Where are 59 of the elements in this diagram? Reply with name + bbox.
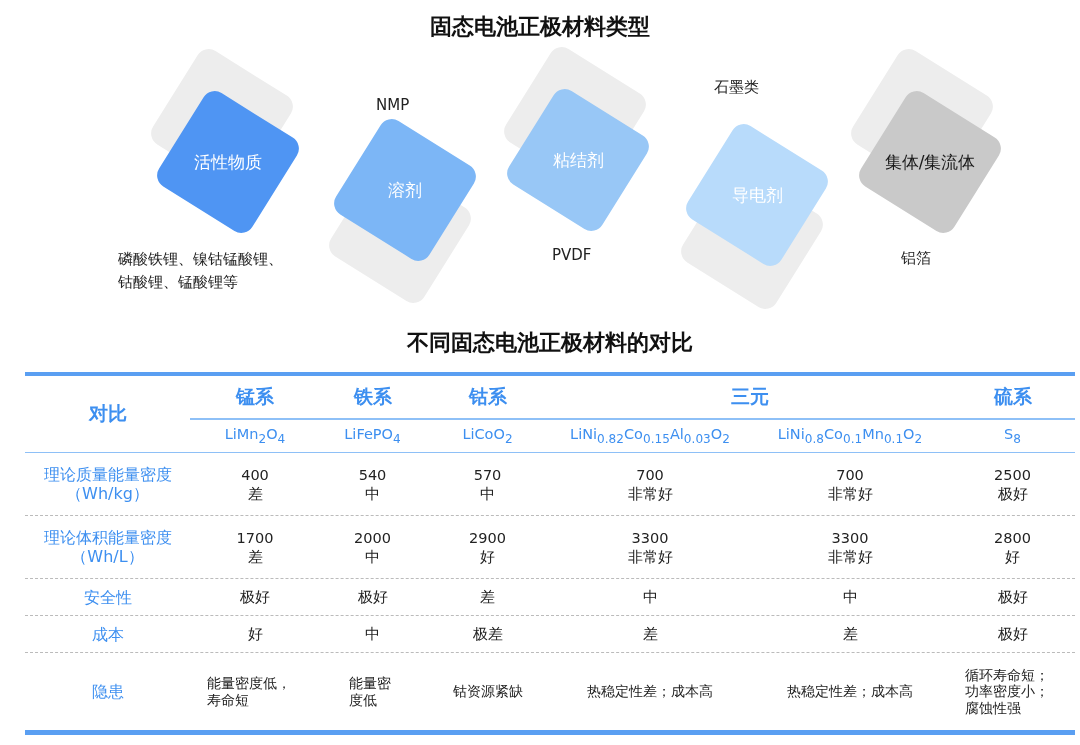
table-cell: 差: [642, 625, 658, 642]
node-label: 活性物质: [194, 150, 262, 174]
table-cell-text: 理论质量能量密度（Wh/kg）: [42, 465, 173, 504]
table-cell: 热稳定性差；成本高: [787, 683, 913, 701]
table-cell: LiFePO$_{4}$: [344, 425, 401, 442]
node-label: 溶剂: [388, 178, 422, 202]
table-cell: 钴系: [468, 384, 507, 407]
table-cell: 1700 差: [236, 528, 274, 567]
table-cell: 成本: [91, 624, 124, 644]
table-cell-text: 理论体积能量密度（Wh/L）: [42, 528, 173, 567]
table-cell: 700 非常好: [827, 465, 873, 504]
table-cell: 中: [642, 588, 658, 605]
table-cell: 硫系: [993, 384, 1032, 407]
table-cell: 铁系: [353, 384, 392, 407]
table-cell: 钴资源紧缺: [452, 683, 523, 701]
table-cell: 极好: [357, 588, 388, 605]
table-cell: 好: [247, 625, 263, 642]
node-label: 粘结剂: [552, 148, 604, 172]
table-cell: 极好: [240, 588, 270, 605]
table-cell: 中: [365, 625, 380, 642]
table-cell: LiCoO$_{2}$: [462, 425, 513, 442]
table-cell: 540 中: [358, 465, 387, 504]
table-cell: 中: [842, 588, 858, 605]
material-label: 磷酸铁锂、镍钴锰酸锂、钴酸锂、锰酸锂等: [118, 249, 284, 294]
table-cell: 3300 非常好: [627, 528, 673, 567]
table-cell: 极好: [997, 625, 1028, 642]
material-label: 铝箔: [901, 248, 931, 269]
table-cell-text: 循环寿命短；功率密度小；腐蚀性强: [964, 666, 1050, 717]
table-cell: 极好: [997, 588, 1028, 605]
table-cell: 差: [842, 625, 858, 642]
material-label: NMP: [376, 95, 410, 116]
table-cell: 400 差: [241, 465, 269, 504]
table-cell: LiNi$_{0.82}$Co$_{0.15}$Al$_{0.03}$O$_{2}$: [570, 425, 730, 442]
node-label: 导电剂: [731, 183, 783, 207]
table-cell: 差: [480, 588, 495, 605]
table-cell: 锰系: [236, 384, 274, 407]
title: 固态电池正极材料类型: [429, 13, 651, 41]
table-cell: 3300 非常好: [827, 528, 873, 567]
table-cell: 700 非常好: [627, 465, 673, 504]
table-cell: 2000 中: [354, 528, 391, 567]
subtitle: 不同固态电池正极材料的对比: [406, 329, 694, 357]
table-cell: 热稳定性差；成本高: [587, 683, 713, 701]
table-cell: 隐患: [91, 682, 124, 702]
table-cell: 570 中: [473, 465, 502, 504]
material-label: 石墨类: [714, 77, 759, 98]
table-cell-text: 能量密度低，寿命短: [207, 674, 293, 709]
table-cell: LiNi$_{0.8}$Co$_{0.1}$Mn$_{0.1}$O$_{2}$: [777, 425, 923, 442]
node-label: 集体/集流体: [884, 150, 976, 174]
material-label: PVDF: [552, 245, 592, 266]
table-cell: 极差: [472, 625, 503, 642]
table-cell: 2500 极好: [994, 465, 1031, 504]
table-cell: LiMn$_{2}$O$_{4}$: [224, 425, 286, 442]
table-cell: 三元: [731, 384, 769, 407]
table-cell-text: 能量密度低: [349, 674, 393, 709]
table-cell: 对比: [88, 401, 127, 424]
table-cell: 安全性: [83, 587, 132, 607]
table-cell: 2900 好: [469, 528, 506, 567]
table-cell: 2800 好: [994, 528, 1031, 567]
table-cell: S$_{8}$: [1004, 425, 1021, 442]
